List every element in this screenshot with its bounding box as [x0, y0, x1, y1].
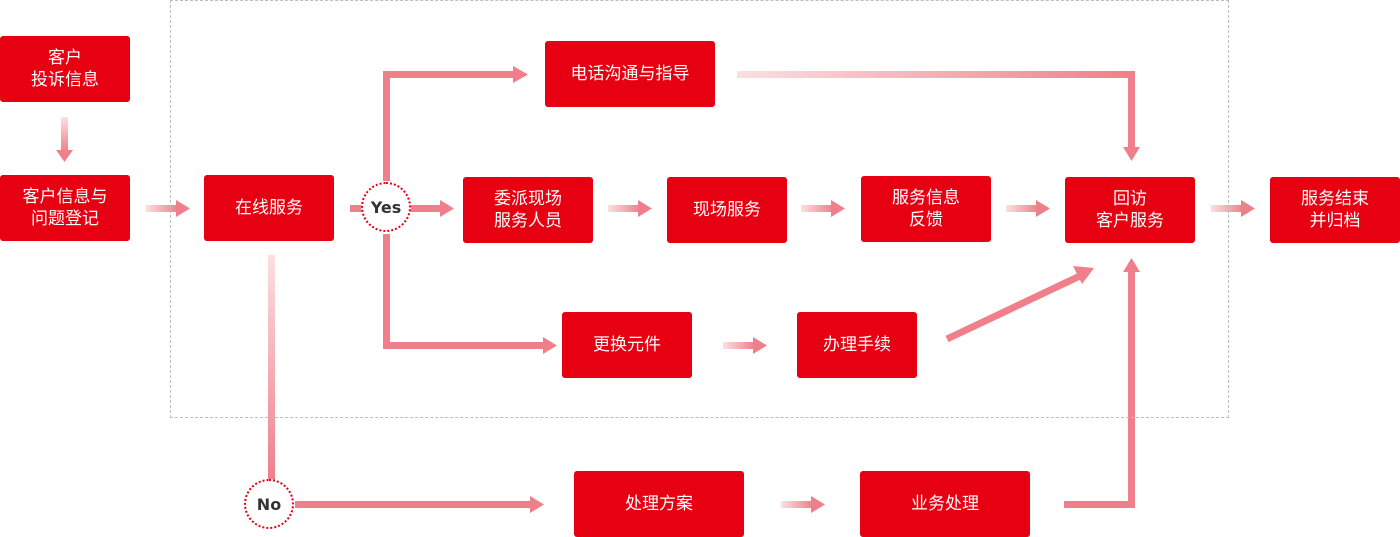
node-register: 客户信息与 问题登记	[0, 175, 130, 241]
node-onsite-service: 现场服务	[667, 177, 787, 243]
arrow-no-plan	[295, 501, 532, 508]
arrow-business-revisit-v	[1128, 270, 1135, 508]
node-procedure: 办理手续	[797, 312, 917, 378]
online-service-boundary	[170, 0, 1229, 418]
arrow-phone-revisit-h	[737, 71, 1135, 78]
arrowhead	[543, 337, 557, 354]
node-revisit: 回访 客户服务	[1065, 177, 1195, 243]
arrowhead	[1073, 266, 1094, 284]
arrowhead	[440, 200, 454, 217]
arrow-revisit-archive	[1211, 205, 1243, 212]
arrowhead	[638, 200, 652, 217]
arrowhead	[176, 200, 190, 217]
arrow-to-phone	[383, 71, 515, 78]
node-service-feedback: 服务信息 反馈	[861, 176, 991, 242]
node-replace-parts: 更换元件	[562, 312, 692, 378]
node-phone-guidance: 电话沟通与指导	[545, 41, 715, 107]
arrowhead	[1123, 258, 1140, 272]
arrowhead	[1123, 147, 1140, 161]
arrow-plan-business	[781, 501, 813, 508]
arrow-onsite-feedback	[801, 205, 833, 212]
arrow-yes-dispatch	[410, 205, 442, 212]
node-dispatch-staff: 委派现场 服务人员	[463, 177, 593, 243]
node-business-processing: 业务处理	[860, 471, 1030, 537]
node-archive: 服务结束 并归档	[1270, 177, 1400, 243]
arrowhead	[753, 337, 767, 354]
arrowhead	[831, 200, 845, 217]
arrowhead	[811, 496, 825, 513]
arrowhead	[530, 496, 544, 513]
arrowhead	[1241, 200, 1255, 217]
arrow-feedback-revisit	[1006, 205, 1038, 212]
arrow-dispatch-onsite	[608, 205, 640, 212]
node-solution-plan: 处理方案	[574, 471, 744, 537]
arrow-procedure-revisit	[945, 271, 1084, 343]
arrow-phone-revisit-v	[1128, 71, 1135, 149]
arrow-to-replace	[383, 342, 545, 349]
node-customer-complaint: 客户 投诉信息	[0, 36, 130, 102]
arrow-yes-up	[383, 71, 390, 181]
arrow-online-yes	[350, 205, 362, 212]
arrow-replace-procedure	[723, 342, 755, 349]
arrow-register-online	[146, 205, 178, 212]
arrowhead	[56, 150, 73, 162]
arrow-business-revisit-h	[1064, 501, 1135, 508]
decision-no: No	[244, 479, 294, 529]
node-online-service: 在线服务	[204, 175, 334, 241]
arrow-complaint-register	[61, 117, 68, 152]
arrowhead	[1036, 200, 1050, 217]
arrow-online-no	[268, 255, 275, 480]
arrowhead	[513, 66, 528, 83]
decision-yes: Yes	[361, 182, 411, 232]
arrow-yes-down	[383, 234, 390, 349]
